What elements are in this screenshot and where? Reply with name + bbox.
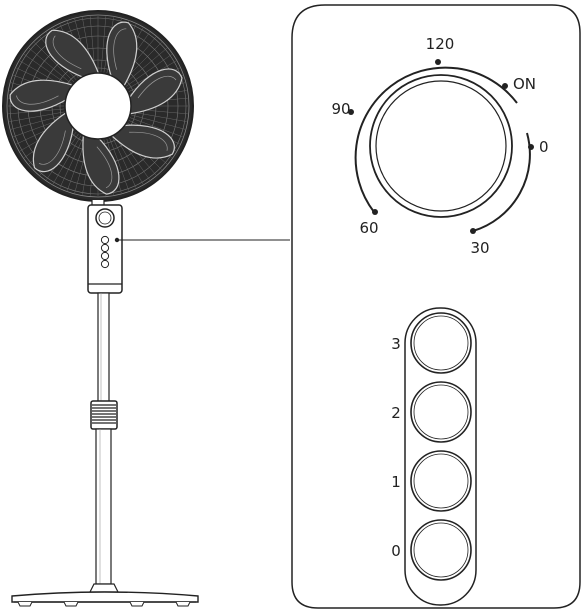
callout-anchor-dot <box>114 237 120 243</box>
fan-blade <box>127 68 183 115</box>
speed-button-group: 3 2 1 0 <box>391 307 477 606</box>
fan-blade <box>45 29 100 79</box>
timer-mark-label-60: 60 <box>359 219 378 237</box>
timer-scale-arc <box>354 66 518 213</box>
speed-button-3[interactable] <box>410 312 472 374</box>
timer-mark-dot-120 <box>435 59 441 65</box>
timer-mark-dot-90 <box>348 109 354 115</box>
speed-label-2: 2 <box>391 404 401 422</box>
speed-button-2[interactable] <box>410 381 472 443</box>
lower-pole <box>95 428 112 585</box>
speed-button-0[interactable] <box>410 519 472 581</box>
timer-mark-dot-60 <box>372 209 378 215</box>
timer-knob[interactable] <box>369 74 513 218</box>
fan-hub <box>64 72 132 140</box>
timer-mark-dot-on <box>502 83 508 89</box>
timer-mark-label-120: 120 <box>426 35 455 53</box>
upper-pole <box>97 292 110 404</box>
fan-base <box>11 583 199 607</box>
timer-mark-label-0: 0 <box>539 138 549 156</box>
timer-mark-label-on: ON <box>513 75 536 93</box>
timer-mark-label-90: 90 <box>331 100 350 118</box>
fan-blade <box>32 110 75 173</box>
fan-blade <box>9 79 76 112</box>
fan-blades <box>9 21 183 195</box>
speed-label-3: 3 <box>391 335 401 353</box>
height-collar <box>90 400 118 430</box>
speed-button-1[interactable] <box>410 450 472 512</box>
fan-blade <box>82 132 120 195</box>
fan-blade <box>109 124 175 159</box>
speed-label-1: 1 <box>391 473 401 491</box>
timer-mark-dot-30 <box>470 228 476 234</box>
speed-label-0: 0 <box>391 542 401 560</box>
timer-mark-label-30: 30 <box>470 239 489 257</box>
standing-fan <box>2 10 199 607</box>
fan-blade <box>106 21 138 89</box>
head-speed-buttons <box>100 235 110 269</box>
timer-mark-dot-0 <box>528 144 534 150</box>
